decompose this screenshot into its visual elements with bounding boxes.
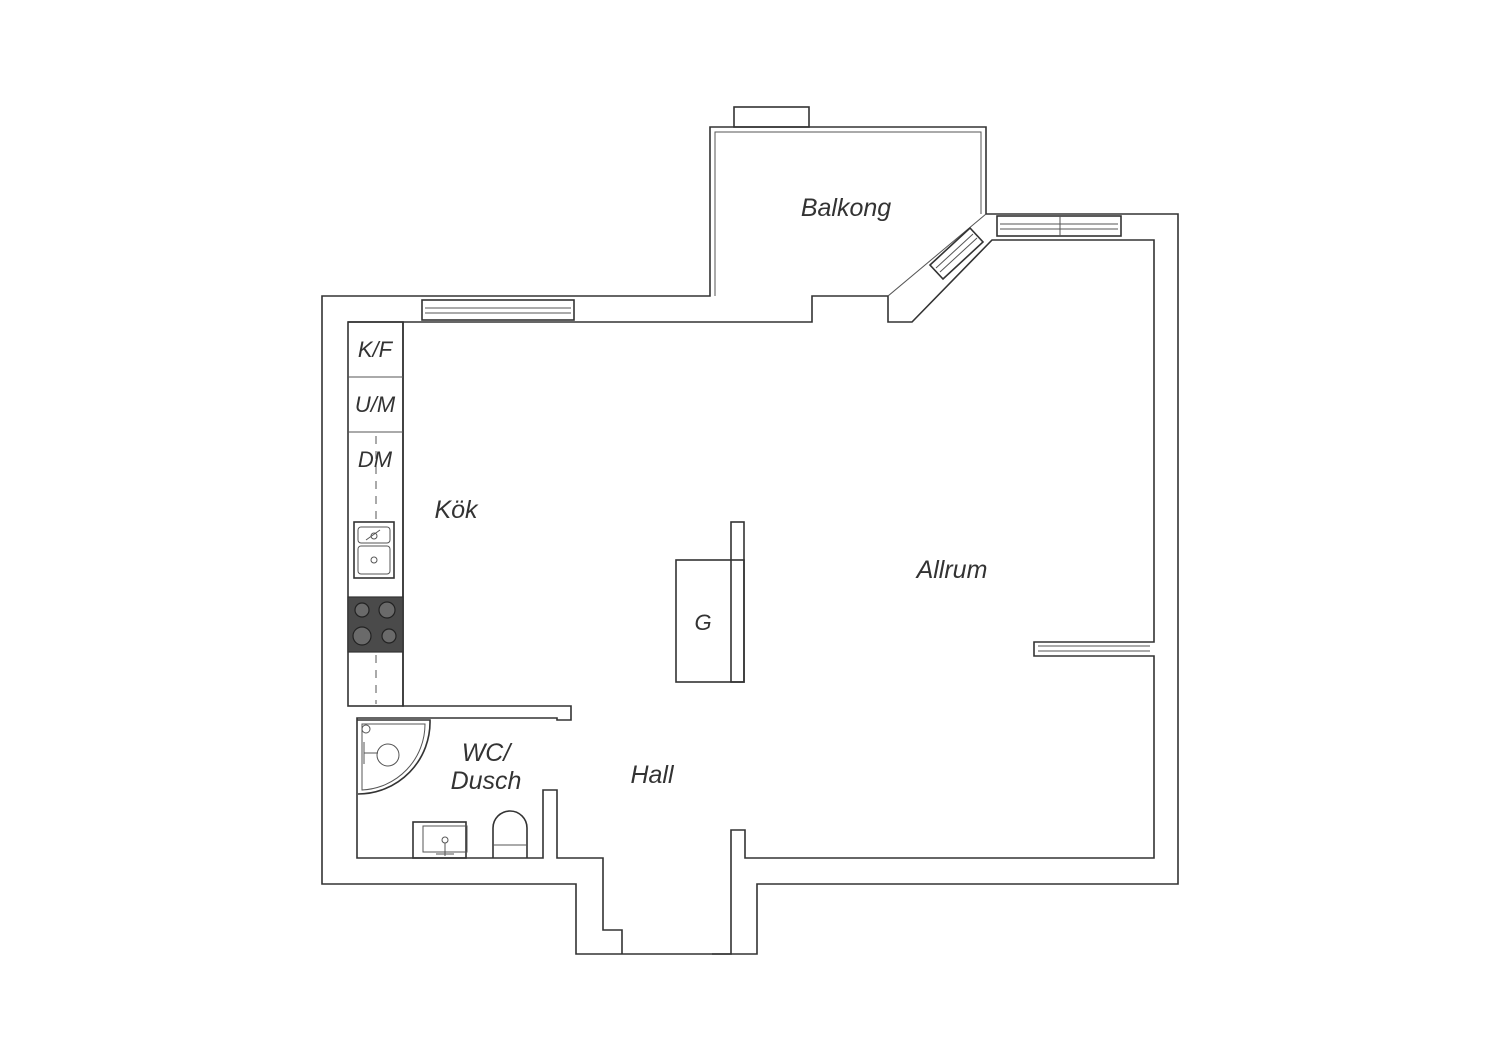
window-right (1038, 645, 1150, 652)
fixture-label-um: U/M (355, 392, 396, 417)
window-diagonal (928, 226, 985, 281)
sink-icon (353, 521, 395, 579)
balcony-step (733, 106, 810, 128)
kitchen-counter (347, 321, 404, 707)
outer-wall (321, 126, 1179, 955)
fixture-label-island: G (694, 610, 711, 635)
room-label-wc-line1: WC/ (462, 739, 514, 767)
toilet-icon (492, 810, 528, 858)
inner-wall (348, 239, 1155, 955)
window-top-right (996, 215, 1122, 237)
room-label-hall: Hall (630, 761, 675, 789)
window-kitchen (421, 299, 575, 321)
fixture-label-dm: DM (358, 447, 393, 472)
room-label-wc-line2: Dusch (451, 767, 522, 795)
shower-icon (357, 719, 431, 795)
room-label-kok: Kök (434, 496, 479, 524)
washbasin-icon (412, 821, 468, 859)
stove-icon (347, 596, 404, 653)
room-label-allrum: Allrum (915, 556, 988, 584)
kitchen-island (675, 521, 745, 683)
room-label-balkong: Balkong (801, 194, 891, 222)
fixture-label-kf: K/F (358, 337, 394, 362)
